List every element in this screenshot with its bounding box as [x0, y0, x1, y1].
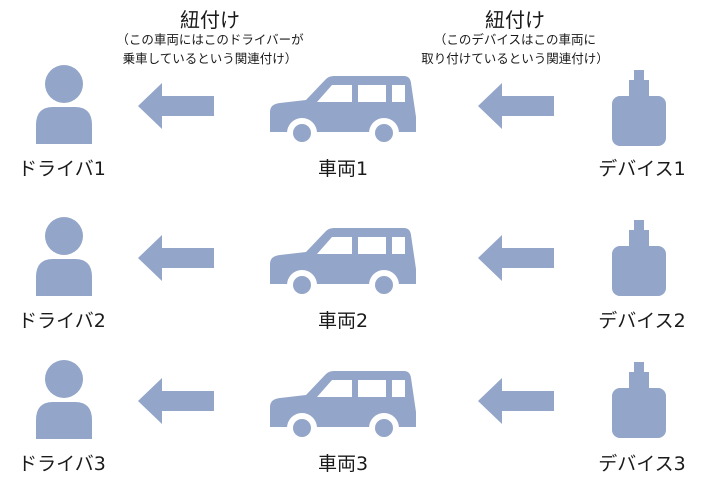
device-icon — [612, 220, 666, 296]
right-link-note-line1: （このデバイスはこの車両に — [433, 32, 597, 47]
vehicle-label: 車両1 — [317, 158, 369, 180]
car-icon — [270, 76, 416, 148]
driver-label: ドライバ3 — [18, 453, 106, 475]
row-2: ドライバ2 車両2 デバイス2 — [18, 217, 686, 332]
right-link-heading: 紐付け — [485, 8, 545, 32]
vehicle-label: 車両3 — [317, 453, 369, 475]
left-link-note-line1: （この車両にはこのドライバーが — [116, 32, 304, 47]
person-icon — [36, 360, 92, 439]
device-label: デバイス1 — [598, 158, 686, 180]
car-icon — [270, 371, 416, 443]
driver-label: ドライバ2 — [18, 310, 106, 332]
arrow-left-icon — [138, 83, 214, 129]
device-icon — [612, 362, 666, 438]
driver-label: ドライバ1 — [18, 158, 106, 180]
arrow-left-icon — [478, 378, 554, 424]
row-1: ドライバ1 車両1 デバイス1 — [0, 0, 709, 180]
person-icon — [36, 65, 92, 144]
car-icon — [270, 228, 416, 300]
device-icon — [612, 70, 666, 146]
device-label: デバイス2 — [598, 310, 686, 332]
left-link-heading: 紐付け — [180, 8, 240, 32]
arrow-left-icon — [478, 235, 554, 281]
device-label: デバイス3 — [598, 453, 686, 475]
arrow-left-icon — [138, 235, 214, 281]
left-link-note-line2: 乗車しているという関連付け） — [122, 51, 298, 66]
person-icon — [36, 217, 92, 296]
arrow-left-icon — [478, 83, 554, 129]
vehicle-label: 車両2 — [317, 310, 369, 332]
arrow-left-icon — [138, 378, 214, 424]
right-link-note-line2: 取り付けているという関連付け） — [421, 51, 609, 66]
